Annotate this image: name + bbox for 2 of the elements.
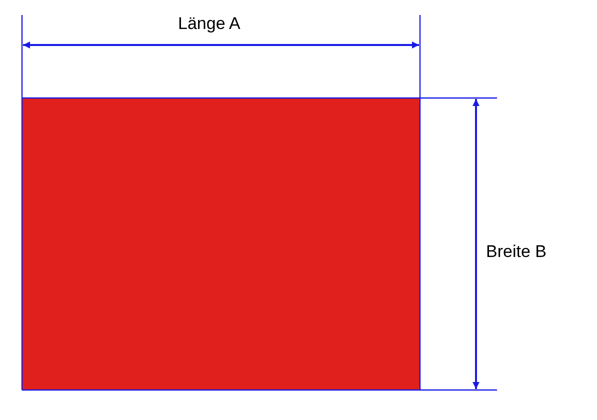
dimension-label: Breite B [486,242,546,262]
dimension-label: Länge A [178,14,240,34]
